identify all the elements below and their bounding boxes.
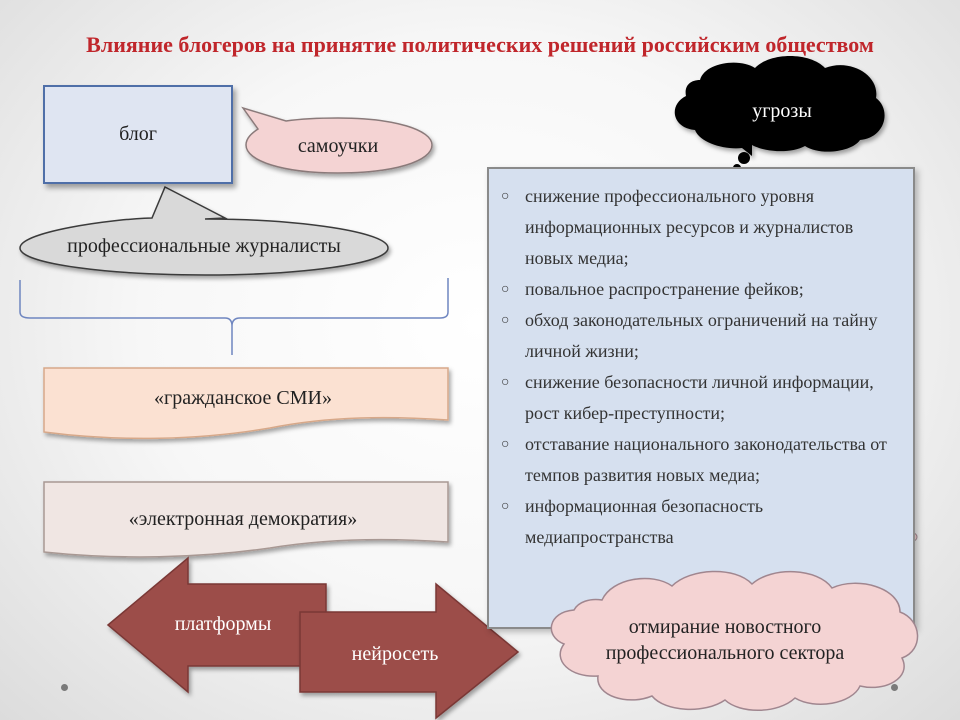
nav-dot-left[interactable]	[61, 684, 68, 691]
threats-label: угрозы	[752, 99, 812, 122]
self-taught-label: самоучки	[297, 134, 379, 157]
threats-list: снижение профессионального уровня информ…	[489, 169, 913, 553]
journalists-callout	[19, 185, 389, 276]
civic-media-ribbon	[43, 367, 449, 440]
neural-arrow	[299, 582, 520, 720]
threats-cloud	[674, 56, 885, 156]
threat-item: отставание национального законодательств…	[497, 429, 893, 491]
dying-sector-cloud	[550, 570, 919, 711]
threat-item: повальное распространение фейков;	[497, 274, 893, 305]
threat-item: информационная безопасность медиапростра…	[497, 491, 893, 553]
platforms-label: платформы	[174, 612, 272, 635]
dying-sector-cloud-layer	[550, 570, 919, 711]
dying-sector-label: отмирание новостного профессионального с…	[605, 616, 845, 664]
nav-dot-right[interactable]	[891, 684, 898, 691]
e-democracy-label: «электронная демократия»	[128, 507, 358, 530]
threat-item: обход законодательных ограничений на тай…	[497, 305, 893, 367]
neural-label: нейросеть	[351, 642, 439, 665]
threat-item: снижение безопасности личной информации,…	[497, 367, 893, 429]
e-democracy-ribbon	[43, 481, 449, 558]
self-taught-bubble	[241, 106, 433, 174]
civic-media-label: «гражданское СМИ»	[154, 386, 332, 409]
threat-item: снижение профессионального уровня информ…	[497, 181, 893, 274]
journalists-label: профессиональные журналисты	[67, 234, 341, 257]
bracket-brace	[19, 278, 449, 355]
slide-title: Влияние блогеров на принятие политически…	[86, 32, 874, 57]
blog-box: блог	[43, 85, 233, 184]
